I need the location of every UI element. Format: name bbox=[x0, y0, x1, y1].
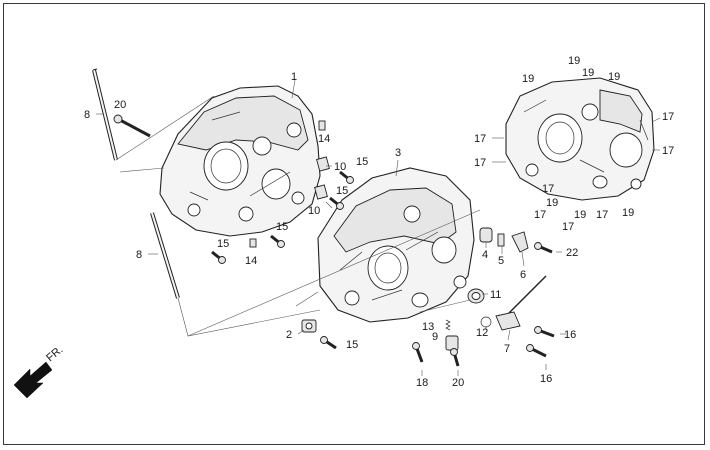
callout-15-a: 15 bbox=[356, 156, 368, 168]
callout-4: 4 bbox=[482, 249, 488, 261]
assembly-guide-lines bbox=[115, 95, 481, 337]
dowel-pin-14-lower bbox=[249, 238, 257, 248]
bolt-18 bbox=[412, 342, 424, 363]
dowel-pin-14-upper bbox=[318, 120, 326, 131]
front-direction-label: FR. bbox=[44, 344, 65, 365]
callout-19-f: 19 bbox=[574, 209, 586, 221]
callout-19-a: 19 bbox=[522, 73, 534, 85]
front-direction-arrow-icon bbox=[13, 361, 53, 399]
callout-20-upper: 20 bbox=[114, 99, 126, 111]
stud-bolt-upper bbox=[92, 68, 118, 161]
bolt-16-b bbox=[526, 344, 547, 358]
plug-9 bbox=[445, 335, 459, 351]
callout-3: 3 bbox=[395, 147, 401, 159]
callout-17-b: 17 bbox=[474, 157, 486, 169]
callout-17-a: 17 bbox=[474, 133, 486, 145]
bolt-15-c bbox=[270, 234, 285, 248]
callout-17-f: 17 bbox=[562, 221, 574, 233]
tensioner-2 bbox=[301, 319, 317, 333]
callout-8-upper: 8 bbox=[84, 109, 90, 121]
callout-15-d: 15 bbox=[217, 238, 229, 250]
callout-7: 7 bbox=[504, 343, 510, 355]
right-crankcase bbox=[505, 77, 655, 201]
callout-17-d: 17 bbox=[662, 145, 674, 157]
cable-bracket-7 bbox=[495, 275, 547, 331]
bolt-22 bbox=[534, 242, 553, 254]
bushing-4 bbox=[479, 227, 493, 243]
callout-19-b: 19 bbox=[568, 55, 580, 67]
seal-11 bbox=[467, 288, 485, 304]
arm-6 bbox=[511, 231, 529, 253]
callout-9: 9 bbox=[432, 331, 438, 343]
diagram-frame bbox=[3, 3, 705, 445]
callout-19-c: 19 bbox=[582, 67, 594, 79]
callout-5: 5 bbox=[498, 255, 504, 267]
callout-22: 22 bbox=[566, 247, 578, 259]
callout-10-lower: 10 bbox=[308, 205, 320, 217]
callout-17-h: 17 bbox=[542, 183, 554, 195]
bolt-15-e bbox=[320, 336, 337, 350]
callout-13: 13 bbox=[422, 321, 434, 333]
bolt-20-upper bbox=[113, 114, 151, 138]
callout-20-lower: 20 bbox=[452, 377, 464, 389]
callout-17-g: 17 bbox=[596, 209, 608, 221]
callout-1: 1 bbox=[291, 71, 297, 83]
callout-19-d: 19 bbox=[608, 71, 620, 83]
spring-13 bbox=[445, 319, 451, 331]
callout-19-g: 19 bbox=[622, 207, 634, 219]
callout-2: 2 bbox=[286, 329, 292, 341]
callout-leaders bbox=[96, 79, 661, 376]
bolt-15-d bbox=[211, 250, 226, 264]
callout-14-upper: 14 bbox=[318, 133, 330, 145]
bolt-15-b bbox=[329, 196, 344, 210]
callout-11: 11 bbox=[490, 289, 501, 301]
callout-15-c: 15 bbox=[276, 221, 288, 233]
callout-6: 6 bbox=[520, 269, 526, 281]
callout-10-upper: 10 bbox=[334, 161, 346, 173]
oring-12 bbox=[480, 316, 492, 328]
callout-12: 12 bbox=[476, 327, 488, 339]
callout-16-b: 16 bbox=[540, 373, 552, 385]
pin-5 bbox=[497, 233, 505, 247]
callout-18: 18 bbox=[416, 377, 428, 389]
plate-10-a bbox=[316, 156, 330, 172]
bolt-20-lower bbox=[450, 348, 460, 367]
bolt-16-a bbox=[534, 326, 555, 338]
callout-8-lower: 8 bbox=[136, 249, 142, 261]
callout-15-b: 15 bbox=[336, 185, 348, 197]
callout-17-e: 17 bbox=[534, 209, 546, 221]
callout-16-a: 16 bbox=[564, 329, 576, 341]
callout-17-c: 17 bbox=[662, 111, 674, 123]
bolt-15-a bbox=[339, 170, 354, 184]
callout-14-lower: 14 bbox=[245, 255, 257, 267]
plate-10-b bbox=[314, 184, 328, 200]
callout-19-e: 19 bbox=[546, 197, 558, 209]
center-crankcase bbox=[317, 167, 475, 323]
stud-bolt-lower bbox=[150, 212, 180, 299]
callout-15-e: 15 bbox=[346, 339, 358, 351]
left-crankcase bbox=[159, 85, 321, 237]
